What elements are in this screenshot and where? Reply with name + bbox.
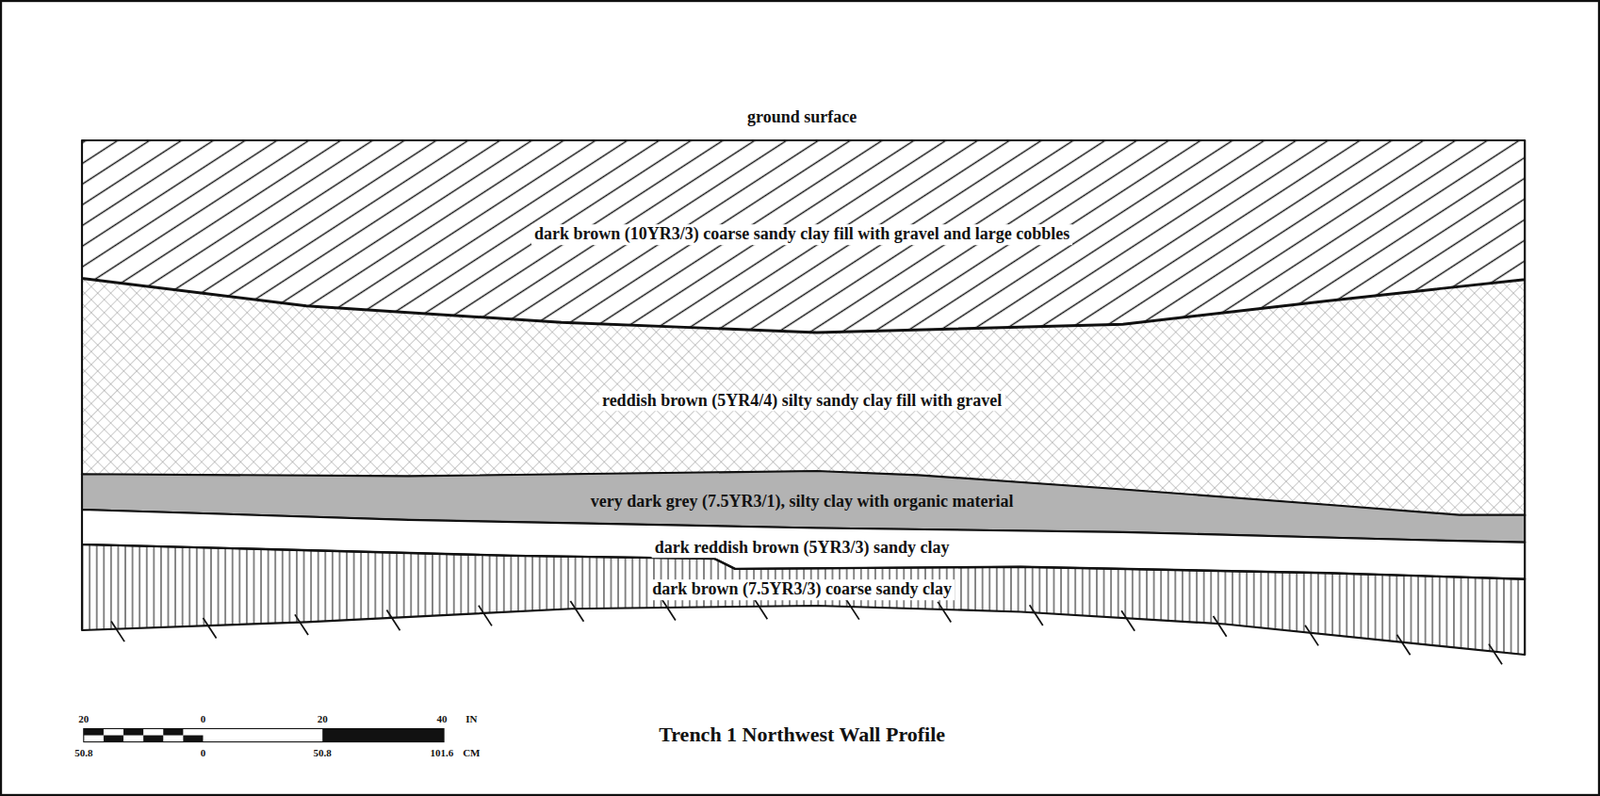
- scale-label: 101.6: [430, 747, 455, 759]
- scale-label: 40: [436, 713, 447, 725]
- layer-description: reddish brown (5YR4/4) silty sandy clay …: [599, 391, 1005, 412]
- clay-layer-band: dark brown (7.5YR3/3) coarse sandy clay: [81, 544, 1525, 655]
- scale-label: 50.8: [74, 747, 93, 759]
- surface-label: ground surface: [747, 108, 857, 128]
- scale-label: CM: [462, 747, 480, 759]
- scale-label: 20: [78, 713, 89, 725]
- scale-label: 0: [200, 713, 207, 725]
- layer-description: dark brown (7.5YR3/3) coarse sandy clay: [649, 579, 955, 601]
- layer-description: very dark grey (7.5YR3/1), silty clay wi…: [587, 491, 1017, 513]
- scale-label: 50.8: [313, 747, 332, 759]
- figure-title: Trench 1 Northwest Wall Profile: [658, 723, 946, 747]
- layer-description: dark reddish brown (5YR3/3) sandy clay: [652, 538, 953, 559]
- scale-label: 0: [200, 747, 207, 759]
- scale-bar: [83, 729, 444, 743]
- scale-label: 20: [317, 713, 328, 725]
- layer-outline: [81, 544, 1525, 655]
- layer-description: dark brown (10YR3/3) coarse sandy clay f…: [531, 224, 1073, 245]
- scale-label: IN: [465, 713, 477, 725]
